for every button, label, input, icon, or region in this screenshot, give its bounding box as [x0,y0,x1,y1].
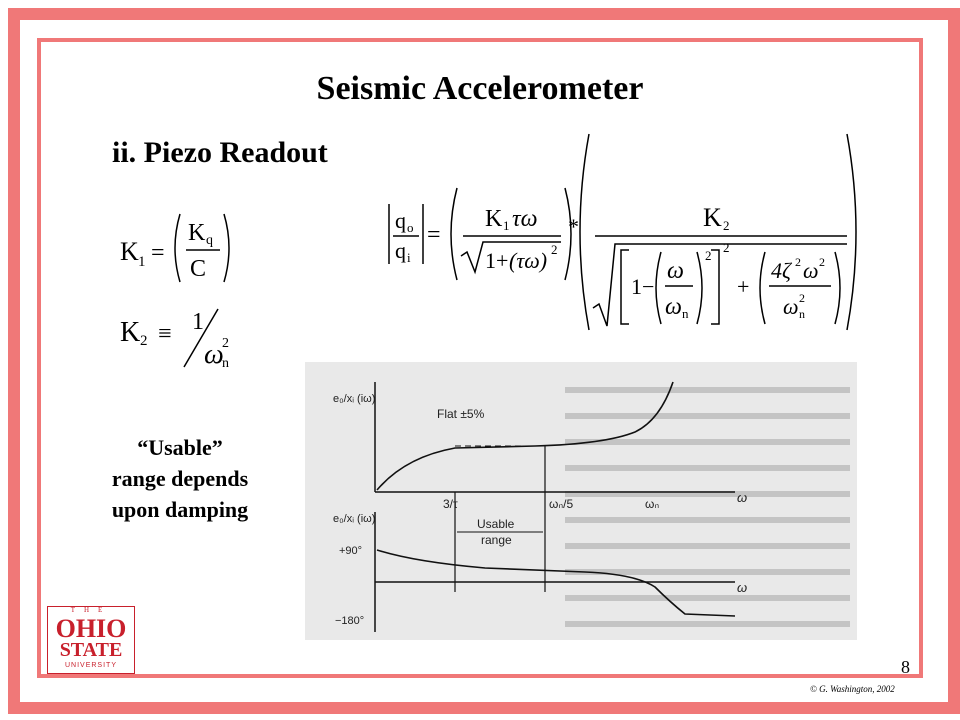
omega-ratio-den: ω [665,294,682,320]
logo-border [47,606,135,674]
k1-symbol: K [120,237,139,266]
slide-inner-border [37,38,923,678]
k2-one: 1 [192,309,204,335]
amp-omega-label: ω [737,490,747,505]
k1-numerator-sub: 1 [503,218,510,233]
k2-numerator: K [703,203,722,232]
k2-n-subscript: n [222,356,229,371]
k2-omega: ω [204,339,224,370]
bracket-right [711,249,720,325]
qi-subscript: i [407,250,411,265]
tau-omega-square: 2 [551,242,558,257]
slide-title: Seismic Accelerometer [316,70,644,107]
amplitude-curve [376,381,674,491]
bracket-square: 2 [723,240,730,255]
frequency-response-plot: e₀/xᵢ (iω) Flat ±5% 3/τ ωₙ/5 ωₙ ω Usable… [333,381,850,632]
scanned-frequency-response-figure: e₀/xᵢ (iω) Flat ±5% 3/τ ωₙ/5 ωₙ ω Usable… [305,362,857,640]
background-text-lines [565,387,850,627]
k1-right-paren [223,213,230,283]
k1-numerator: K [485,206,503,232]
k2-equation: K 2 ≡ 1 ω n 2 [120,308,229,371]
damping-omega: ω [803,258,819,283]
slide-outer-border [8,8,960,714]
usable-range-note: “Usable” range depends upon damping [60,432,300,525]
k1-subscript: 1 [138,254,146,270]
page-number: 8 [901,657,910,677]
range-label: range [481,533,512,547]
four-zeta: 4ζ [771,258,793,283]
tau-omega-paren: (τω) [509,248,547,273]
qo-symbol: q [395,208,406,233]
ohio-state-logo: THE OHIO STATE UNIVERSITY [47,606,135,674]
omega-ratio-left-paren [655,251,662,325]
kq-symbol: K [188,220,206,246]
slide-subtitle: ii. Piezo Readout [112,136,328,169]
k1-equals: = [151,240,165,266]
logo-ohio: OHIO [55,614,127,643]
damping-omega-square: 2 [819,255,825,269]
k2-slash [183,308,219,368]
phase-omega-label: ω [737,580,747,595]
tick-omega-n-over-5: ωₙ/5 [549,497,573,511]
one-minus: 1− [631,274,654,299]
logo-the: THE [70,606,112,614]
damping-right-paren [834,251,841,325]
phase-curve [376,549,736,617]
usable-label: Usable [477,517,515,531]
second-right-paren [846,133,857,331]
omega-ratio-square: 2 [705,248,712,263]
k2-numerator-sub: 2 [723,218,730,233]
tau-omega: τω [512,206,538,232]
damping-left-paren [759,251,766,325]
usable-note-line1: “Usable” [137,435,223,460]
tick-3-over-tau: 3/τ [443,497,458,511]
tick-omega-n: ωₙ [645,497,659,511]
zeta-square: 2 [795,255,801,269]
k2-subscript: 2 [140,333,148,349]
damping-omega-n-square: 2 [799,291,805,305]
second-left-paren [579,133,590,331]
first-right-paren [564,187,572,281]
omega-ratio-right-paren [696,251,703,325]
damping-omega-n: ω [783,294,799,319]
qo-subscript: o [407,220,414,235]
usable-note-line3: upon damping [111,497,249,522]
times-symbol: * [568,214,579,239]
k2-equiv: ≡ [158,321,172,347]
phase-axis-label: e₀/xᵢ (iω) [333,513,375,525]
main-equals: = [427,222,441,248]
damping-omega-n-sub: n [799,307,805,321]
copyright-notice: © G. Washington, 2002 [810,684,895,694]
k1-equation: K 1 = K q C [120,213,230,283]
k2-symbol: K [120,317,140,348]
c-symbol: C [190,256,206,282]
second-sqrt [592,243,847,327]
first-left-paren [450,187,458,281]
plus-symbol: + [737,274,749,299]
flat-band-label: Flat ±5% [437,407,485,421]
omega-ratio-den-sub: n [682,306,689,321]
phase-minus-180: −180° [335,615,364,627]
qi-symbol: q [395,238,406,263]
logo-university: UNIVERSITY [64,662,117,669]
transfer-function-equation: q o q i = K 1 τω 1+ (τω) 2 * K 2 1− ω ω … [388,133,857,331]
bracket-left [620,249,629,325]
omega-ratio-num: ω [667,258,684,284]
logo-state: STATE [59,639,123,661]
phase-plus-90: +90° [339,545,362,557]
usable-note-line2: range depends [111,466,249,491]
first-sqrt [460,241,561,275]
k2-square: 2 [222,336,229,351]
one-plus: 1+ [485,248,508,273]
kq-subscript: q [206,233,213,248]
amp-axis-label: e₀/xᵢ (iω) [333,393,375,405]
k1-left-paren [174,213,181,283]
